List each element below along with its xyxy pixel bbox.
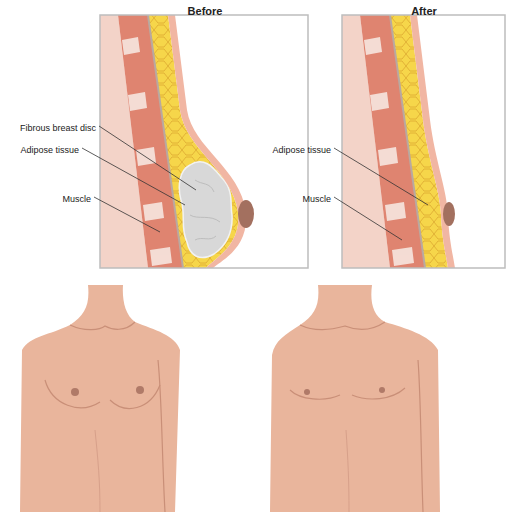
label-holder: Before: [188, 1, 223, 19]
part-label: Fibrous breast disc: [20, 123, 96, 133]
part-label: Adipose tissue: [20, 145, 79, 155]
before-torso: [20, 285, 180, 512]
leader-lines: [82, 126, 428, 240]
part-label: Adipose tissue: [272, 145, 331, 155]
label-holder: Adipose tissue: [20, 139, 79, 157]
label-holder: Fibrous breast disc: [20, 117, 96, 135]
panel-heading: After: [411, 5, 437, 17]
part-label: Muscle: [62, 194, 91, 204]
after-section: [342, 15, 505, 268]
before-section: [100, 15, 308, 268]
label-holder: After: [411, 1, 437, 19]
label-holder: Muscle: [302, 188, 331, 206]
part-label: Muscle: [302, 194, 331, 204]
after-torso: [270, 285, 440, 512]
label-holder: Adipose tissue: [272, 139, 331, 157]
panel-heading: Before: [188, 5, 223, 17]
label-holder: Muscle: [62, 188, 91, 206]
